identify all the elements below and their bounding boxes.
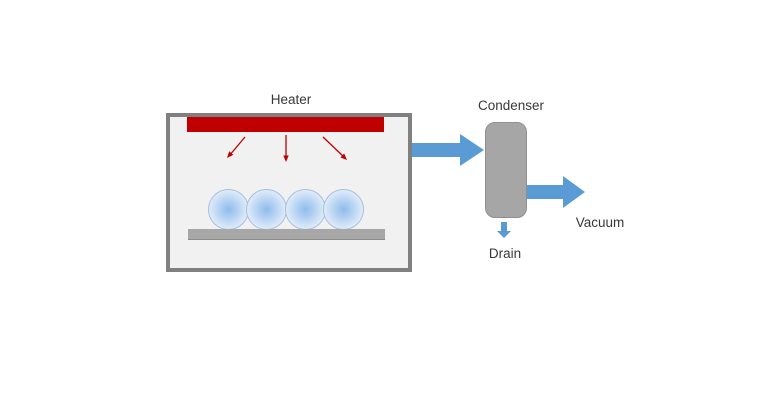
heater-label: Heater <box>270 92 312 107</box>
heater-bar <box>187 117 384 132</box>
condenser-body <box>485 122 527 218</box>
vacuum-label: Vacuum <box>575 215 625 230</box>
vapor-flow-arrow <box>412 134 484 166</box>
droplet <box>323 189 364 230</box>
sample-tray <box>188 229 385 240</box>
droplet <box>285 189 326 230</box>
vacuum-chamber <box>166 113 412 272</box>
condenser-label: Condenser <box>477 98 545 113</box>
droplet <box>208 189 249 230</box>
droplet <box>246 189 287 230</box>
drain-arrow <box>497 222 511 238</box>
vacuum-flow-arrow <box>527 176 585 208</box>
drain-label: Drain <box>488 246 522 261</box>
